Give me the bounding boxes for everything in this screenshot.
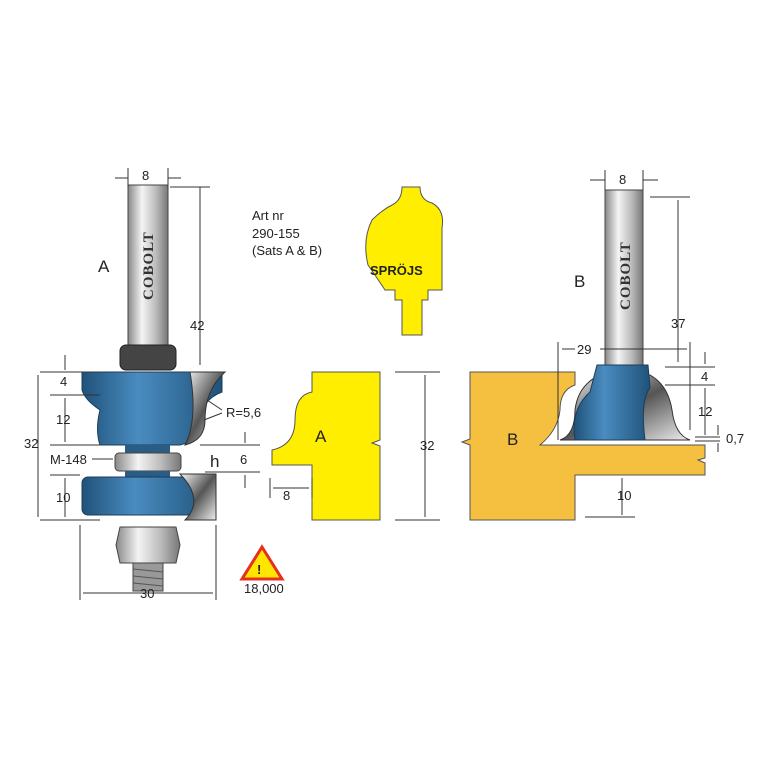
profile-a: [271, 371, 381, 521]
dim-a-h: h: [210, 452, 219, 471]
dim-b-offset: 0,7: [726, 431, 744, 446]
bearing-a: [114, 452, 182, 472]
dim-a-shank-length: 42: [190, 318, 204, 333]
article-label: Art nr: [252, 208, 284, 223]
warning-icon: !: [239, 544, 285, 581]
shank-a: [127, 184, 169, 351]
shank-b: [604, 189, 644, 366]
cutter-body-b: [573, 364, 651, 441]
max-rpm: 18,000: [244, 581, 284, 596]
brand-b: COBOLT: [618, 241, 634, 310]
dim-a-gap: 6: [240, 452, 247, 467]
bit-b-dimensions: [557, 170, 720, 452]
brand-a: COBOLT: [141, 231, 157, 300]
dim-b-width: 29: [577, 342, 591, 357]
dim-b-profile: 12: [698, 404, 712, 419]
dim-a-profile: 12: [56, 412, 70, 427]
profile-a-height: 32: [420, 438, 434, 453]
dim-b-shank-length: 37: [671, 316, 685, 331]
svg-text:!: !: [257, 562, 261, 577]
dim-a-radius: R=5,6: [226, 405, 261, 420]
nut-a: [115, 526, 181, 564]
dim-a-total: 32: [24, 436, 38, 451]
dim-b-shank: 8: [619, 172, 626, 187]
article-set: (Sats A & B): [252, 243, 322, 258]
dim-a-diameter: 30: [140, 586, 154, 601]
profile-b-label: B: [507, 430, 518, 449]
profile-b-depth: 10: [617, 488, 631, 503]
router-bit-b: COBOLT: [559, 189, 691, 441]
article-number: 290-155: [252, 226, 300, 241]
bit-b-label: B: [574, 272, 585, 291]
dim-a-top: 4: [60, 374, 67, 389]
profile-b: [460, 371, 706, 521]
profile-a-label: A: [315, 427, 327, 446]
dim-a-lower: 10: [56, 490, 70, 505]
dim-b-top: 4: [701, 369, 708, 384]
collar-a: [119, 344, 177, 371]
sprojs-profile: [365, 186, 443, 336]
profile-a-width: 8: [283, 488, 290, 503]
bearing-label: M-148: [50, 452, 87, 467]
bit-a-label: A: [98, 257, 110, 276]
bit-a-dimensions: [37, 168, 260, 600]
upper-blade-a: [184, 371, 227, 446]
router-bit-a: COBOLT: [81, 184, 227, 592]
dim-a-shank: 8: [142, 168, 149, 183]
sprojs-label: SPRÖJS: [370, 263, 423, 278]
